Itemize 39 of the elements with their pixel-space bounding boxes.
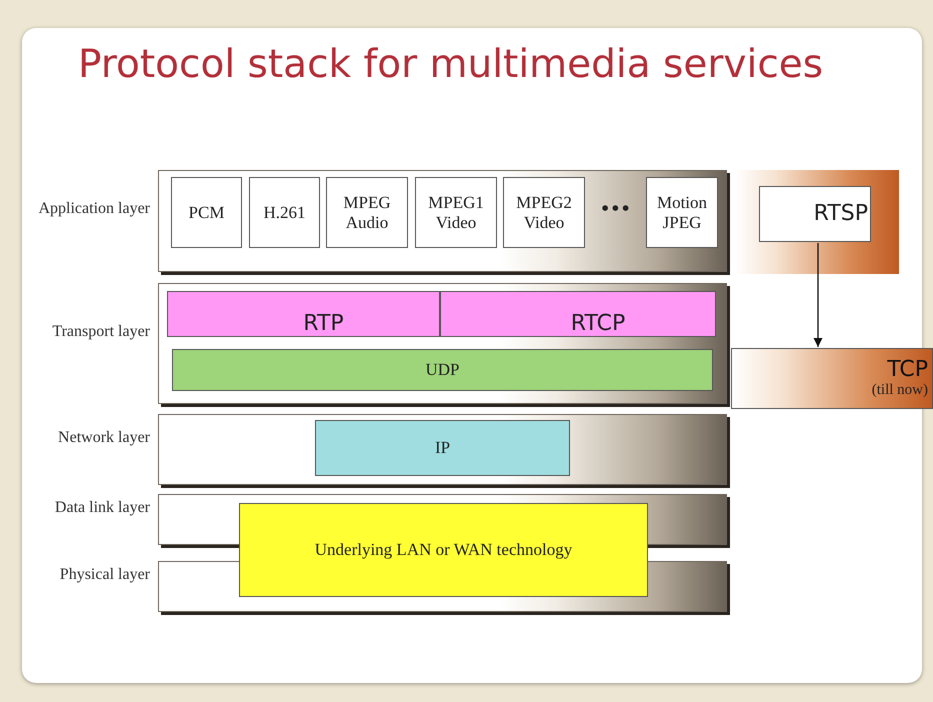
protocol-box: [759, 186, 871, 242]
layer-label: Data link layer: [54, 498, 150, 518]
node-label: H.261: [263, 202, 306, 222]
protocol-box: [503, 177, 585, 248]
protocol-box: [239, 503, 648, 597]
slide-title: Protocol stack for multimedia services: [78, 42, 824, 87]
node-label: PCM: [188, 202, 224, 222]
ellipsis: •••: [600, 199, 631, 218]
protocol-box: [167, 291, 440, 337]
protocol-box: [172, 349, 713, 391]
node-label: Underlying LAN or WAN technology: [314, 540, 572, 560]
layer-band: [158, 283, 727, 404]
layer-label: Network layer: [57, 428, 150, 448]
protocol-box: [646, 177, 718, 248]
layer-band: [158, 414, 727, 485]
node-label: RTCP: [570, 310, 626, 336]
note-text: (till now): [872, 382, 928, 400]
layer-label: Transport layer: [51, 322, 150, 342]
protocol-box: [415, 177, 497, 248]
protocol-box: [315, 420, 570, 476]
layer-label: Application layer: [37, 199, 150, 219]
protocol-box: [440, 291, 716, 337]
node-label: UDP: [425, 360, 460, 380]
node-label: MPEG2 Video: [515, 192, 573, 232]
gradient-band: [735, 170, 899, 274]
protocol-band: [731, 348, 933, 409]
protocol-label: TCP: [887, 358, 928, 382]
protocol-box: [171, 177, 242, 248]
node-label: MPEG1 Video: [427, 192, 485, 232]
node-label: IP: [434, 438, 450, 458]
protocol-box: [326, 177, 408, 248]
protocol-box: [249, 177, 320, 248]
arrow: [813, 243, 823, 347]
node-label: MPEG Audio: [342, 192, 392, 232]
layer-band: [158, 170, 727, 272]
node-label: RTSP: [814, 201, 868, 227]
node-label: Motion JPEG: [656, 192, 708, 232]
node-label: RTP: [303, 310, 344, 336]
layer-label: Physical layer: [58, 564, 150, 584]
